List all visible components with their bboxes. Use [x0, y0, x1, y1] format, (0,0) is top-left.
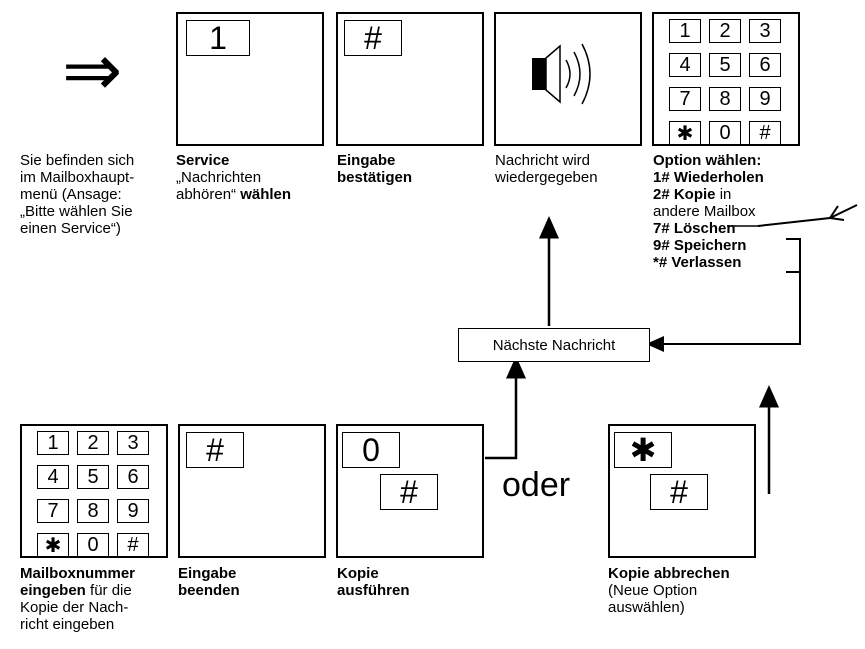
intro-text: Sie befinden sich im Mailboxhaupt- menü … [20, 152, 135, 237]
keypad-key-3[interactable]: 3 [117, 431, 149, 455]
step-cancel-label: Kopie abbrechen (Neue Option auswählen) [608, 565, 730, 616]
key-1[interactable]: 1 [186, 20, 250, 56]
keypad-key-star[interactable]: ✱ [37, 533, 69, 557]
keypad-key-1[interactable]: 1 [669, 19, 701, 43]
step-service-label: Service „Nachrichten abhören“ wählen [176, 152, 292, 203]
step-end-box: # [178, 424, 326, 558]
step-playback-label: Nachricht wird wiedergegeben [495, 152, 598, 186]
keypad-key-4[interactable]: 4 [669, 53, 701, 77]
step-copy-box: 0 # [336, 424, 484, 558]
keypad-key-0[interactable]: 0 [77, 533, 109, 557]
arrow-copy-to-next [485, 356, 526, 460]
flow-start-arrow: ⇒ [62, 28, 123, 112]
step-copy-label: Kopie ausführen [337, 565, 410, 599]
key-hash[interactable]: # [650, 474, 708, 510]
keypad-key-6[interactable]: 6 [117, 465, 149, 489]
step-cancel-box: ✱ # [608, 424, 756, 558]
keypad-key-8[interactable]: 8 [77, 499, 109, 523]
speaker-icon [532, 43, 591, 105]
key-star[interactable]: ✱ [614, 431, 672, 469]
keypad-key-5[interactable]: 5 [77, 465, 109, 489]
keypad-key-3[interactable]: 3 [749, 19, 781, 43]
keypad-key-2[interactable]: 2 [709, 19, 741, 43]
keypad-key-9[interactable]: 9 [117, 499, 149, 523]
keypad-key-1[interactable]: 1 [37, 431, 69, 455]
step-confirm-label: Eingabe bestätigen [337, 152, 413, 186]
keypad-key-hash[interactable]: # [117, 533, 149, 557]
mailbox-label: Mailboxnummer eingeben für die Kopie der… [20, 565, 136, 633]
keypad-key-8[interactable]: 8 [709, 87, 741, 111]
keypad-key-star[interactable]: ✱ [669, 121, 701, 145]
key-0[interactable]: 0 [342, 432, 400, 468]
arrow-options-to-next [646, 255, 801, 352]
key-hash[interactable]: # [380, 474, 438, 510]
keypad-key-0[interactable]: 0 [709, 121, 741, 145]
keypad-key-9[interactable]: 9 [749, 87, 781, 111]
keypad-key-4[interactable]: 4 [37, 465, 69, 489]
key-hash[interactable]: # [344, 20, 402, 56]
step-confirm-box: # [336, 12, 484, 146]
key-hash[interactable]: # [186, 432, 244, 468]
keypad-key-6[interactable]: 6 [749, 53, 781, 77]
step-end-label: Eingabe beenden [178, 565, 240, 599]
keypad-key-7[interactable]: 7 [37, 499, 69, 523]
arrow-copy-option [757, 204, 858, 227]
step-service-box: 1 [176, 12, 324, 146]
keypad-key-5[interactable]: 5 [709, 53, 741, 77]
keypad-key-hash[interactable]: # [749, 121, 781, 145]
or-label: oder [502, 466, 571, 504]
keypad-key-7[interactable]: 7 [669, 87, 701, 111]
options-list: Option wählen: 1# Wiederholen 2# Kopie i… [653, 152, 764, 271]
keypad-key-2[interactable]: 2 [77, 431, 109, 455]
bracket-delete-save [786, 238, 801, 273]
arrow-copy-option-head [828, 205, 845, 221]
next-message-box: Nächste Nachricht [458, 328, 650, 362]
step-playback-box [494, 12, 642, 146]
